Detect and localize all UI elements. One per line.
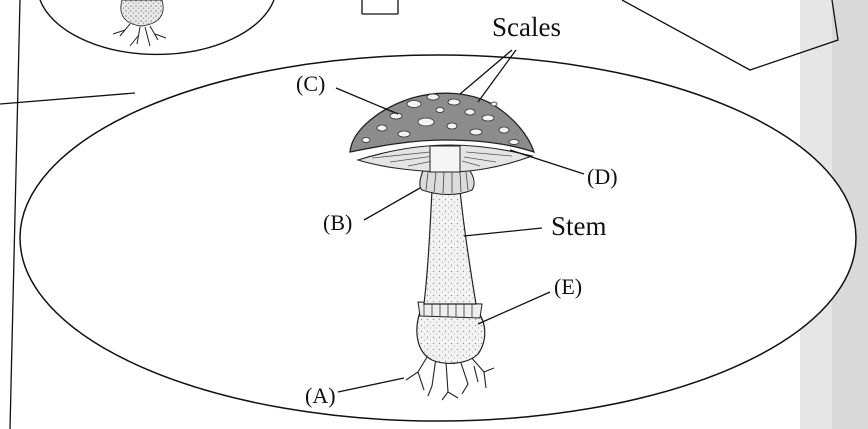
volva [417,312,485,363]
inset-circle [40,0,274,54]
label-scales: Scales [492,14,561,41]
label-b: (B) [323,212,352,234]
label-c: (C) [296,73,325,95]
label-a: (A) [305,385,336,407]
label-d: (D) [587,166,618,188]
label-e: (E) [554,276,582,298]
label-stem: Stem [551,213,607,240]
